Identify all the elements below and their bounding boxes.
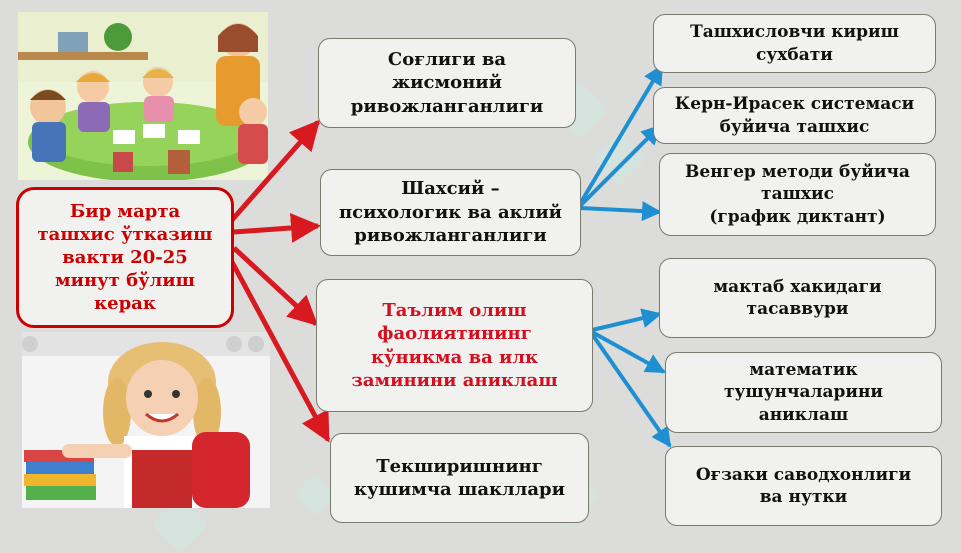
venger-box: Венгер методи буйича ташхис (график дикт… — [659, 153, 936, 236]
interview-box: Ташхисловчи кириш сухбати — [653, 14, 936, 73]
arrow-to-personal — [233, 212, 321, 243]
central-box: Бир марта ташхис ўтказиш вакти 20-25 мин… — [16, 187, 234, 328]
kern-box: Керн-Ирасек системаси буйича ташхис — [653, 87, 936, 144]
arrow-to-venger — [579, 201, 662, 222]
arrow-to-school — [591, 308, 662, 332]
personal-box: Шахсий – психологик ва аклий ривожланган… — [320, 169, 581, 256]
arrow-to-kern — [578, 124, 662, 208]
schoolgirl-photo — [22, 332, 270, 508]
connector-arrows — [229, 64, 672, 448]
arrow-to-interview — [578, 64, 664, 206]
arrow-to-learning — [232, 246, 319, 327]
arrow-to-extra — [229, 260, 331, 443]
arrow-to-math — [591, 330, 666, 374]
health-box: Соғлиги ва жисмоний ривожланганлиги — [318, 38, 576, 128]
speech-box: Оғзаки саводхонлиги ва нутки — [665, 446, 942, 526]
classroom-illustration — [18, 12, 268, 180]
arrow-to-health — [230, 119, 320, 222]
math-box: математик тушунчаларини аниклаш — [665, 352, 942, 433]
learning-box: Таълим олиш фаолиятининг кўникма ва илк … — [316, 279, 593, 412]
school-idea-box: мактаб хакидаги тасаввури — [659, 258, 936, 338]
arrow-to-speech — [590, 332, 672, 448]
extra-forms-box: Текширишнинг кушимча шакллари — [330, 433, 589, 523]
